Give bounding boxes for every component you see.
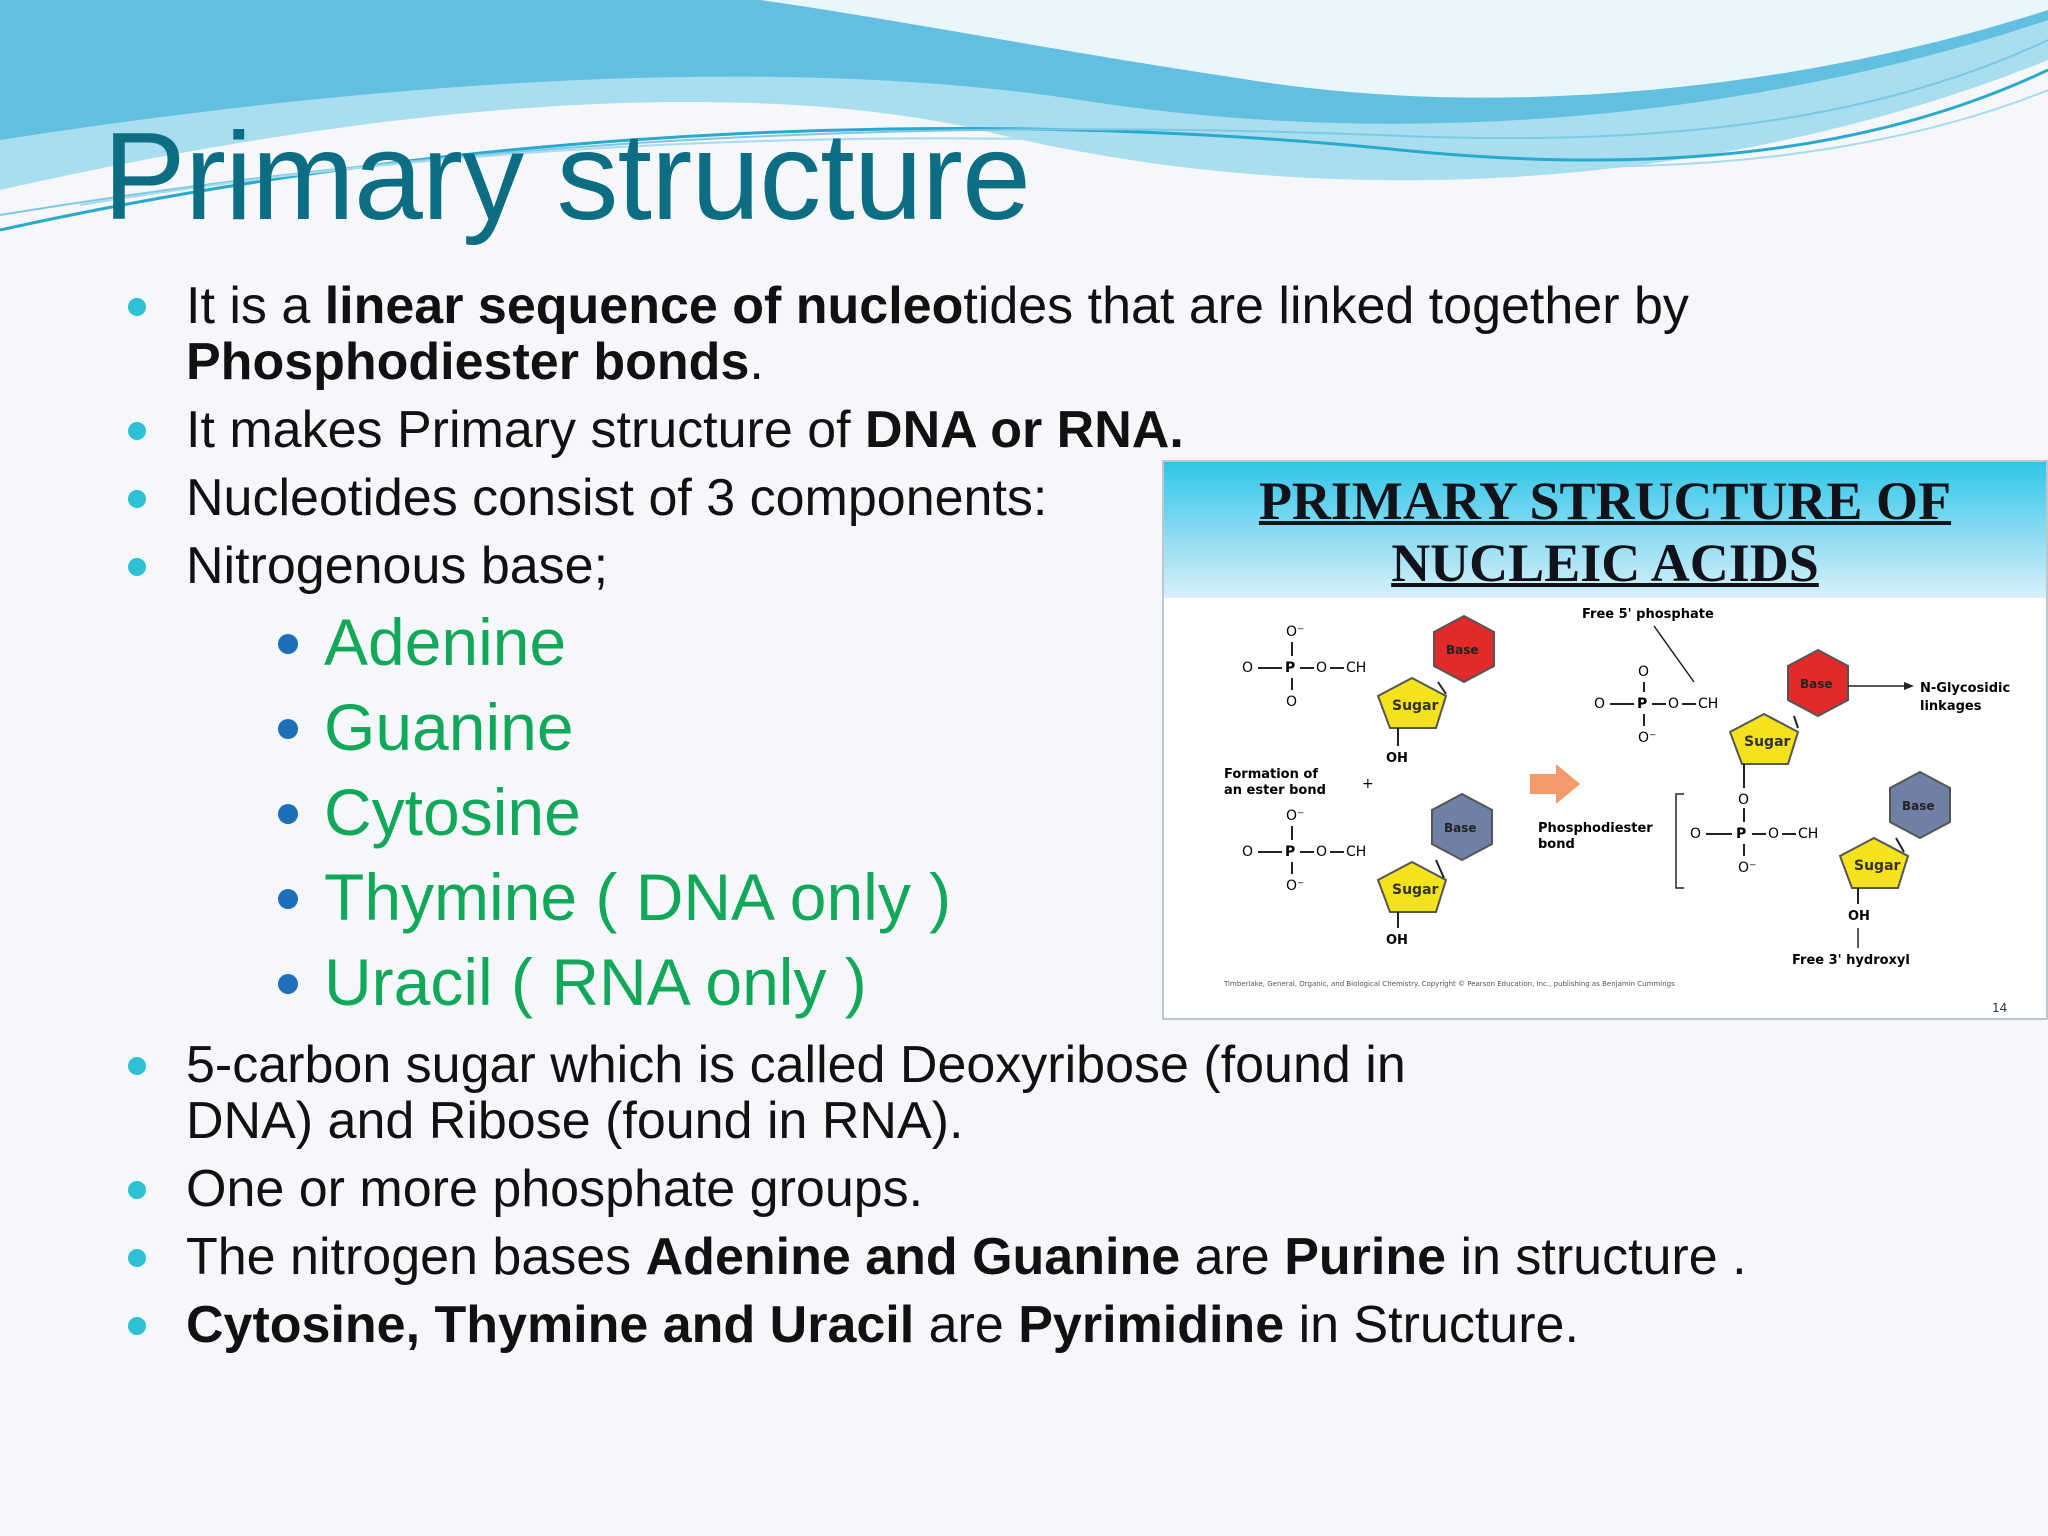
- bullet-text-segment: in structure .: [1446, 1228, 1747, 1286]
- svg-text:CH: CH: [1798, 826, 1818, 842]
- bullet-text-segment: It is a: [186, 277, 325, 335]
- formation-label-1: Formation of: [1224, 767, 1318, 782]
- phosphodiester-label-1: Phosphodiester: [1538, 821, 1653, 836]
- bullet-item: One or more phosphate groups.: [126, 1161, 1746, 1217]
- phosphodiester-linkage: O O P O CH O⁻: [1675, 792, 1818, 889]
- reaction-arrow: [1530, 764, 1580, 804]
- bullet-text-segment: One or more phosphate groups.: [186, 1160, 924, 1218]
- svg-text:CH: CH: [1346, 660, 1366, 676]
- svg-text:O⁻: O⁻: [1286, 878, 1304, 894]
- svg-text:P: P: [1285, 844, 1295, 860]
- svg-text:O⁻: O⁻: [1738, 860, 1756, 876]
- svg-text:O: O: [1738, 792, 1749, 808]
- sugar-pentagon: [1376, 676, 1448, 729]
- bullet-text-segment: in Structure.: [1284, 1296, 1579, 1354]
- svg-text:O: O: [1690, 826, 1701, 842]
- slide-title: Primary structure: [103, 108, 1031, 246]
- svg-text:O: O: [1286, 694, 1297, 710]
- nucleic-acid-figure: PRIMARY STRUCTURE OF NUCLEIC ACIDS O⁻ O …: [1162, 460, 2048, 1020]
- bullet-text-segment: .: [749, 333, 764, 391]
- bullet-list: It is a linear sequence of nucleotides t…: [126, 278, 2006, 1365]
- svg-text:Base: Base: [1446, 643, 1479, 657]
- plus-sign: +: [1362, 776, 1374, 792]
- svg-text:Sugar: Sugar: [1854, 858, 1901, 874]
- bullet-text-segment: are: [1180, 1228, 1285, 1286]
- phosphodiester-label-2: bond: [1538, 837, 1575, 852]
- n-glycosidic-label-2: linkages: [1920, 699, 1982, 714]
- svg-text:Sugar: Sugar: [1392, 698, 1439, 714]
- svg-text:O⁻: O⁻: [1286, 808, 1304, 824]
- bullet-item: Cytosine, Thymine and Uracil are Pyrimid…: [126, 1297, 2046, 1353]
- svg-text:O: O: [1768, 826, 1779, 842]
- svg-text:O: O: [1316, 660, 1327, 676]
- nucleotide-top-left: O⁻ O P O CH O Sugar Base OH: [1242, 614, 1495, 766]
- n-glycosidic-label-1: N-Glycosidic: [1920, 681, 2010, 696]
- bullet-item: Nitrogenous base; Adenine Guanine Cytosi…: [126, 538, 1226, 1025]
- bullet-text-segment: DNA or RNA.: [865, 401, 1184, 459]
- svg-text:O: O: [1242, 660, 1253, 676]
- svg-text:Base: Base: [1902, 799, 1935, 813]
- figure-page-number: 14: [1992, 1001, 2007, 1015]
- bullet-item: The nitrogen bases Adenine and Guanine a…: [126, 1229, 2046, 1285]
- base-item-thymine: Thymine ( DNA only ): [272, 855, 1226, 940]
- bullet-text-segment: Purine: [1284, 1228, 1447, 1286]
- bullet-text-segment: Pyrimidine: [1018, 1296, 1285, 1354]
- bullet-text-segment: Nitrogenous base;: [186, 537, 609, 595]
- svg-text:CH: CH: [1698, 696, 1718, 712]
- svg-text:O: O: [1638, 664, 1649, 680]
- svg-text:Base: Base: [1800, 677, 1833, 691]
- bullet-item: Nucleotides consist of 3 components:: [126, 470, 1226, 526]
- bullet-text-segment: Cytosine, Thymine and Uracil: [186, 1296, 915, 1354]
- bullet-item: 5-carbon sugar which is called Deoxyribo…: [126, 1037, 1686, 1149]
- bullet-text-segment: Phosphodiester bonds: [186, 333, 750, 391]
- nucleotide-diagram: O⁻ O P O CH O Sugar Base OH Formati: [1223, 607, 2010, 1015]
- nucleotide-bottom-left: O⁻ O P O CH O⁻ Sugar Base OH: [1242, 792, 1493, 948]
- svg-text:P: P: [1285, 660, 1295, 676]
- figure-title-line2: NUCLEIC ACIDS: [1391, 533, 1819, 593]
- copyright-note: Timberlake, General, Organic, and Biolog…: [1223, 980, 1675, 988]
- bullet-text-segment: tides that are linked together by: [963, 277, 1689, 335]
- svg-text:CH: CH: [1346, 844, 1366, 860]
- svg-text:O⁻: O⁻: [1286, 624, 1304, 640]
- svg-text:O: O: [1316, 844, 1327, 860]
- base-item-adenine: Adenine: [272, 600, 1226, 685]
- bullet-item: It makes Primary structure of DNA or RNA…: [126, 402, 1746, 458]
- bullet-text-segment: The nitrogen bases: [186, 1228, 646, 1286]
- bullet-text-segment: 5-carbon sugar which is called Deoxyribo…: [186, 1036, 1406, 1150]
- bullet-item: It is a linear sequence of nucleotides t…: [126, 278, 1746, 390]
- formation-label-2: an ester bond: [1224, 783, 1326, 798]
- bullet-text-segment: linear sequence of nucleo: [324, 277, 964, 335]
- svg-text:OH: OH: [1386, 751, 1408, 766]
- svg-text:OH: OH: [1848, 909, 1870, 924]
- bullet-text-segment: are: [914, 1296, 1019, 1354]
- header-wave-decoration: [0, 0, 2048, 232]
- figure-header: PRIMARY STRUCTURE OF NUCLEIC ACIDS: [1164, 462, 2046, 598]
- bullet-text-segment: Adenine and Guanine: [645, 1228, 1181, 1286]
- nucleotide-bottom-right: Sugar Base OH: [1838, 770, 1951, 948]
- svg-text:O: O: [1668, 696, 1679, 712]
- base-item-uracil: Uracil ( RNA only ): [272, 940, 1226, 1025]
- svg-text:O: O: [1242, 844, 1253, 860]
- svg-text:O⁻: O⁻: [1638, 730, 1656, 746]
- nucleotide-top-right: O O P O CH O⁻ Sugar Base: [1594, 648, 1914, 788]
- free-3-hydroxyl-label: Free 3' hydroxyl: [1792, 953, 1910, 968]
- svg-text:Sugar: Sugar: [1392, 882, 1439, 898]
- svg-text:P: P: [1637, 696, 1647, 712]
- base-list: Adenine Guanine Cytosine Thymine ( DNA o…: [186, 600, 1226, 1025]
- free-5-phosphate-label: Free 5' phosphate: [1582, 607, 1714, 622]
- base-hexagon-red: [1433, 614, 1495, 684]
- svg-text:O: O: [1594, 696, 1605, 712]
- bullet-text-segment: Nucleotides consist of 3 components:: [186, 469, 1048, 527]
- svg-text:Sugar: Sugar: [1744, 734, 1791, 750]
- figure-title-line1: PRIMARY STRUCTURE OF: [1258, 471, 1952, 531]
- svg-text:Base: Base: [1444, 821, 1477, 835]
- base-item-cytosine: Cytosine: [272, 770, 1226, 855]
- svg-text:P: P: [1736, 826, 1746, 842]
- bullet-text-segment: It makes Primary structure of: [186, 401, 866, 459]
- base-item-guanine: Guanine: [272, 685, 1226, 770]
- svg-text:OH: OH: [1386, 933, 1408, 948]
